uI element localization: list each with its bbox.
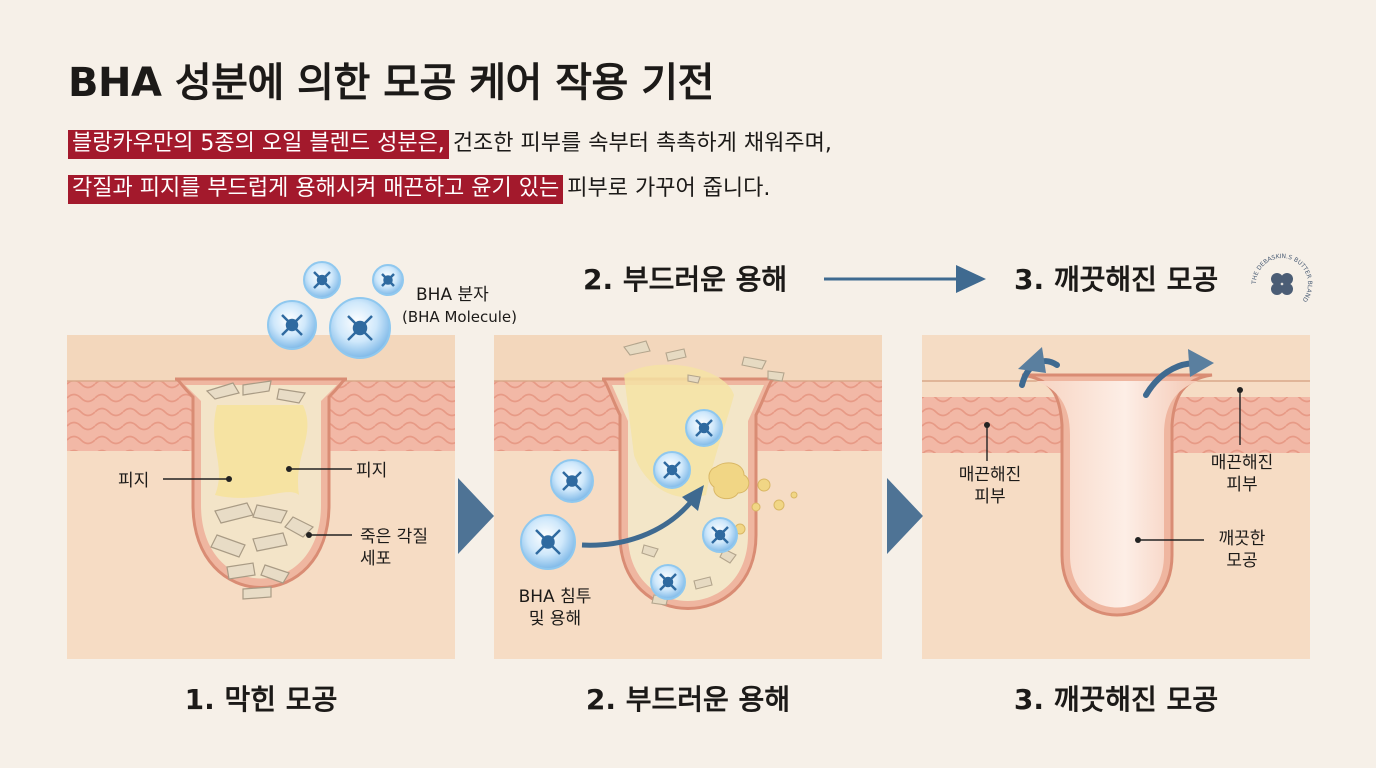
description-line-1: 블랑카우만의 5종의 오일 블렌드 성분은,건조한 피부를 속부터 촉촉하게 채… xyxy=(68,127,832,161)
molecule-label-en: (BHA Molecule) xyxy=(402,306,517,328)
label-smooth-right-line1: 매끈해진 xyxy=(1194,452,1290,474)
label-penetration-line1: BHA 침투 xyxy=(512,586,598,608)
label-smooth-left-line1: 매끈해진 xyxy=(942,464,1038,486)
step-label-1: 1. 막힌 모공 xyxy=(67,678,455,718)
label-clean-pore: 깨끗한 모공 xyxy=(1206,528,1278,572)
label-smooth-left-line2: 피부 xyxy=(942,486,1038,508)
brand-logo: THE DEBASKIN.S BUTTER BLAND xyxy=(1250,252,1314,316)
label-smooth-skin-right: 매끈해진 피부 xyxy=(1194,452,1290,496)
label-bha-penetration: BHA 침투 및 용해 xyxy=(512,586,598,630)
label-dead-cells-line2: 세포 xyxy=(360,548,428,570)
description-highlight-1: 블랑카우만의 5종의 오일 블렌드 성분은, xyxy=(68,130,449,159)
label-sebum-left: 피지 xyxy=(118,470,149,492)
description-highlight-2: 각질과 피지를 부드럽게 용해시켜 매끈하고 윤기 있는 xyxy=(68,175,563,204)
panel-clogged-pore xyxy=(67,335,455,659)
top-label-step2: 2. 부드러운 용해 xyxy=(583,258,787,298)
molecule-label-ko: BHA 분자 xyxy=(402,284,517,306)
label-penetration-line2: 및 용해 xyxy=(512,608,598,630)
clover-icon xyxy=(1271,273,1293,295)
description-text-2: 피부로 가꾸어 줍니다. xyxy=(563,176,770,201)
description-text-1: 건조한 피부를 속부터 촉촉하게 채워주며, xyxy=(449,131,832,156)
step-label-3: 3. 깨끗해진 모공 xyxy=(922,678,1310,718)
label-smooth-right-line2: 피부 xyxy=(1194,474,1290,496)
molecule-label: BHA 분자 (BHA Molecule) xyxy=(402,284,517,328)
page-title: BHA 성분에 의한 모공 케어 작용 기전 xyxy=(68,50,714,108)
chevron-right-icon xyxy=(458,478,494,554)
label-clean-line1: 깨끗한 xyxy=(1206,528,1278,550)
label-clean-line2: 모공 xyxy=(1206,550,1278,572)
top-label-step3: 3. 깨끗해진 모공 xyxy=(1014,258,1218,298)
chevron-right-icon xyxy=(887,478,923,554)
label-dead-skin-cells: 죽은 각질 세포 xyxy=(360,526,428,570)
label-sebum-right: 피지 xyxy=(356,460,387,482)
label-dead-cells-line1: 죽은 각질 xyxy=(360,526,428,548)
step-label-2: 2. 부드러운 용해 xyxy=(494,678,882,718)
label-smooth-skin-left: 매끈해진 피부 xyxy=(942,464,1038,508)
